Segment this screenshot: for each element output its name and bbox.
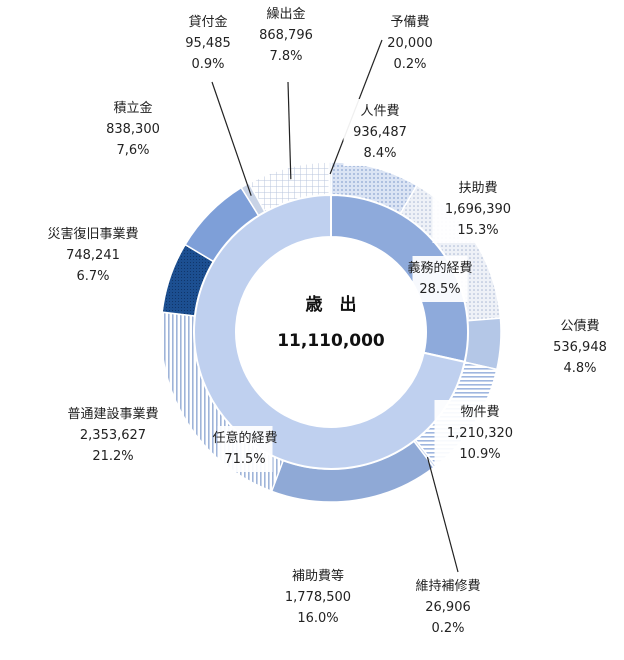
outer-label-5-line-0: 補助費等 — [292, 568, 344, 584]
outer-label-7-line-1: 748,241 — [66, 248, 120, 263]
center-total: 11,110,000 — [277, 331, 385, 351]
outer-label-bg-1 — [432, 176, 524, 243]
outer-label-6-line-2: 21.2% — [92, 449, 133, 464]
inner-label-bg-1 — [217, 426, 273, 472]
outer-label-3-line-0: 物件費 — [460, 405, 499, 420]
outer-label-10: 繰出金 868,796 7.8% — [259, 6, 313, 64]
outer-label-0: 人件費 936,487 8.4% — [343, 99, 417, 166]
inner-label-1-line-1: 71.5% — [224, 452, 265, 467]
outer-label-bg-3 — [434, 400, 526, 467]
outer-label-3-line-1: 1,210,320 — [447, 426, 513, 441]
outer-label-8-line-2: 7,6% — [116, 143, 149, 158]
outer-label-1: 扶助費 1,696,390 15.3% — [432, 176, 524, 243]
outer-label-10-line-0: 繰出金 — [266, 6, 305, 22]
outer-label-8-line-0: 積立金 — [113, 100, 152, 116]
outer-label-1-line-2: 15.3% — [457, 223, 498, 238]
inner-label-bg-0 — [412, 256, 468, 302]
inner-label-1-line-0: 任意的経費 — [212, 430, 277, 446]
outer-label-6: 普通建設事業費 2,353,627 21.2% — [67, 402, 159, 469]
outer-label-bg-0 — [343, 99, 417, 166]
outer-label-11: 予備費 20,000 0.2% — [387, 14, 433, 72]
inner-label-0: 義務的経費 28.5% — [407, 256, 473, 302]
inner-label-0-line-0: 義務的経費 — [407, 260, 472, 276]
leader-line-1 — [287, 81, 292, 180]
outer-label-7: 災害復旧事業費 748,241 6.7% — [47, 222, 139, 289]
donut-hole — [236, 237, 426, 427]
leader-line-2 — [211, 81, 252, 196]
outer-label-5-line-2: 16.0% — [297, 611, 338, 626]
outer-label-2-line-2: 4.8% — [563, 361, 596, 376]
inner-label-1: 任意的経費 71.5% — [212, 426, 278, 472]
leader-line-3 — [426, 456, 459, 573]
outer-label-4-line-2: 0.2% — [431, 621, 464, 636]
outer-label-3-line-2: 10.9% — [459, 447, 500, 462]
outer-label-8: 積立金 838,300 7,6% — [106, 100, 160, 158]
outer-label-8-line-1: 838,300 — [106, 122, 160, 137]
outer-label-0-line-1: 936,487 — [353, 125, 407, 140]
outer-label-5: 補助費等 1,778,500 16.0% — [285, 568, 351, 626]
outer-label-10-line-2: 7.8% — [269, 49, 302, 64]
outer-label-4-line-0: 維持補修費 — [415, 579, 480, 594]
outer-label-9: 貸付金 95,485 0.9% — [185, 14, 231, 72]
outer-label-1-line-1: 1,696,390 — [445, 202, 511, 217]
outer-label-0-line-0: 人件費 — [360, 104, 399, 119]
outer-label-4: 維持補修費 26,906 0.2% — [415, 579, 480, 636]
center-title: 歳 出 — [306, 294, 357, 315]
data-labels: 人件費 936,487 8.4% 扶助費 1,696,390 15.3% 公債費 536,94… — [47, 6, 606, 636]
outer-label-0-line-2: 8.4% — [363, 146, 396, 161]
outer-label-bg-7 — [56, 222, 130, 289]
outer-label-10-line-1: 868,796 — [259, 28, 313, 43]
outer-label-2-line-1: 536,948 — [553, 340, 607, 355]
outer-label-7-line-2: 6.7% — [76, 269, 109, 284]
outer-label-bg-6 — [67, 402, 159, 469]
outer-label-1-line-0: 扶助費 — [458, 181, 497, 196]
outer-label-5-line-1: 1,778,500 — [285, 590, 351, 605]
outer-label-6-line-0: 普通建設事業費 — [67, 406, 158, 422]
outer-label-6-line-1: 2,353,627 — [80, 428, 146, 443]
outer-label-4-line-1: 26,906 — [425, 600, 471, 615]
outer-label-9-line-2: 0.9% — [191, 57, 224, 72]
outer-label-11-line-0: 予備費 — [390, 14, 429, 30]
outer-slice-2 — [463, 317, 502, 371]
outer-label-2-line-0: 公債費 — [560, 319, 599, 334]
leader-lines — [211, 39, 459, 573]
outer-label-9-line-1: 95,485 — [185, 36, 231, 51]
inner-label-0-line-1: 28.5% — [419, 282, 460, 297]
outer-label-7-line-0: 災害復旧事業費 — [47, 226, 138, 242]
outer-label-11-line-2: 0.2% — [393, 57, 426, 72]
outer-slice-11 — [328, 161, 332, 196]
outer-label-9-line-0: 貸付金 — [188, 14, 227, 30]
outer-label-11-line-1: 20,000 — [387, 36, 433, 51]
outer-label-2: 公債費 536,948 4.8% — [553, 319, 607, 376]
outer-label-3: 物件費 1,210,320 10.9% — [434, 400, 526, 467]
